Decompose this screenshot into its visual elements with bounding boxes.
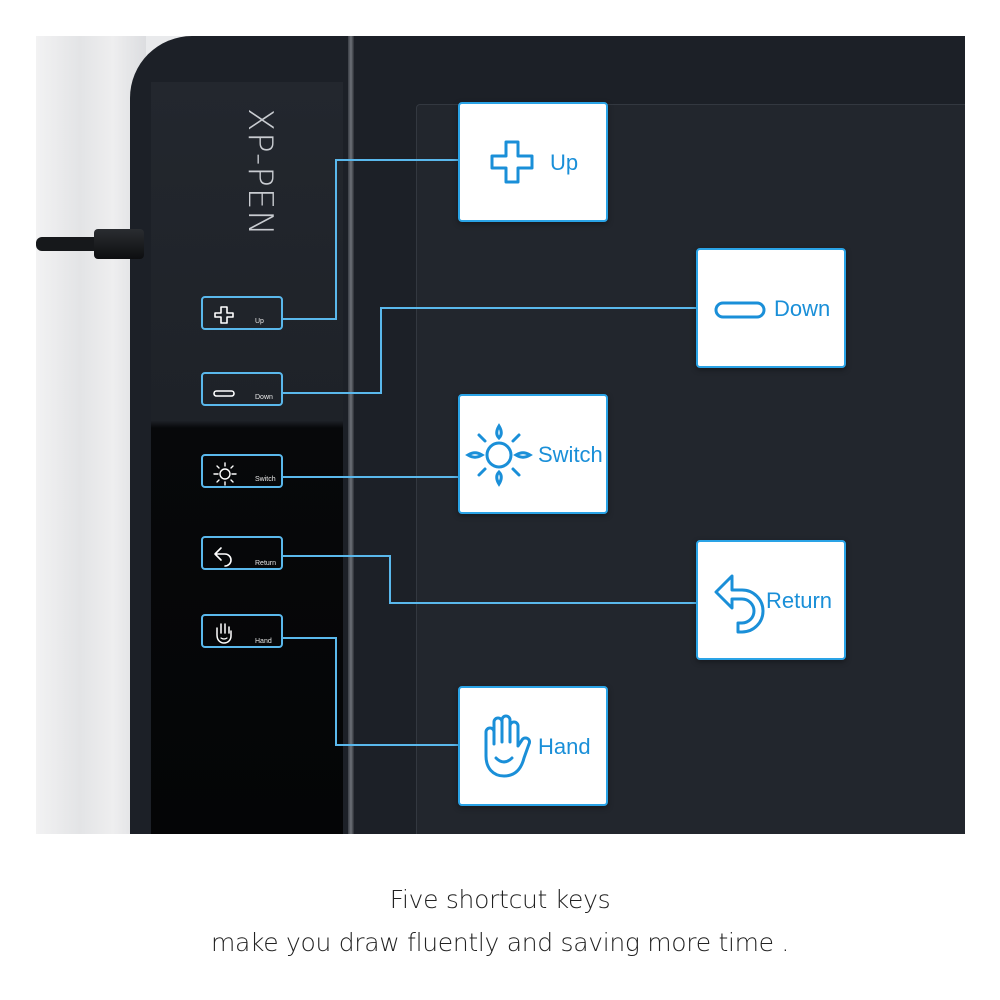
tablet-seam — [348, 36, 354, 834]
minus-icon — [714, 301, 766, 319]
connector-hand — [283, 637, 460, 746]
tablet-key-switch[interactable]: Switch — [201, 454, 283, 488]
minus-icon — [213, 390, 235, 397]
tablet-key-up-label: Up — [255, 318, 264, 325]
hand-icon — [216, 623, 232, 644]
usb-cable — [36, 237, 100, 251]
plus-icon — [214, 306, 234, 324]
callout-switch: Switch — [458, 394, 608, 514]
plus-icon — [490, 140, 534, 184]
tablet-key-switch-label: Switch — [255, 476, 276, 483]
callout-hand: Hand — [458, 686, 608, 806]
product-photo: XP-PEN Up Down Switch Return — [36, 36, 965, 834]
callout-down-label: Down — [774, 296, 831, 321]
callout-down: Down — [696, 248, 846, 368]
tablet-key-hand-label: Hand — [255, 638, 272, 645]
undo-arrow-icon — [714, 574, 765, 634]
callout-hand-label: Hand — [538, 734, 591, 759]
caption-line-2: make you draw fluently and saving more t… — [210, 928, 790, 957]
callout-up-label: Up — [550, 150, 579, 175]
tablet-key-hand[interactable]: Hand — [201, 614, 283, 648]
undo-arrow-icon — [214, 547, 232, 567]
callout-return: Return — [696, 540, 846, 660]
tablet-left-panel — [151, 82, 343, 834]
caption: Five shortcut keys make you draw fluentl… — [0, 878, 1000, 964]
tablet-key-return-label: Return — [255, 560, 277, 567]
connector-return — [283, 555, 698, 604]
wood-background — [36, 36, 146, 834]
tablet-key-return[interactable]: Return — [201, 536, 283, 570]
usb-connector — [94, 229, 144, 259]
sun-icon — [213, 462, 237, 486]
tablet-key-down[interactable]: Down — [201, 372, 283, 406]
tablet-key-down-label: Down — [255, 394, 273, 401]
connector-down — [283, 307, 698, 394]
sun-icon — [465, 423, 533, 487]
connector-lines — [283, 159, 698, 746]
callout-return-label: Return — [766, 588, 833, 613]
callout-up: Up — [458, 102, 608, 222]
connector-up — [283, 159, 460, 320]
hand-icon — [484, 714, 531, 778]
tablet-key-up[interactable]: Up — [201, 296, 283, 330]
callout-switch-label: Switch — [538, 442, 603, 467]
caption-line-1: Five shortcut keys — [389, 885, 611, 914]
